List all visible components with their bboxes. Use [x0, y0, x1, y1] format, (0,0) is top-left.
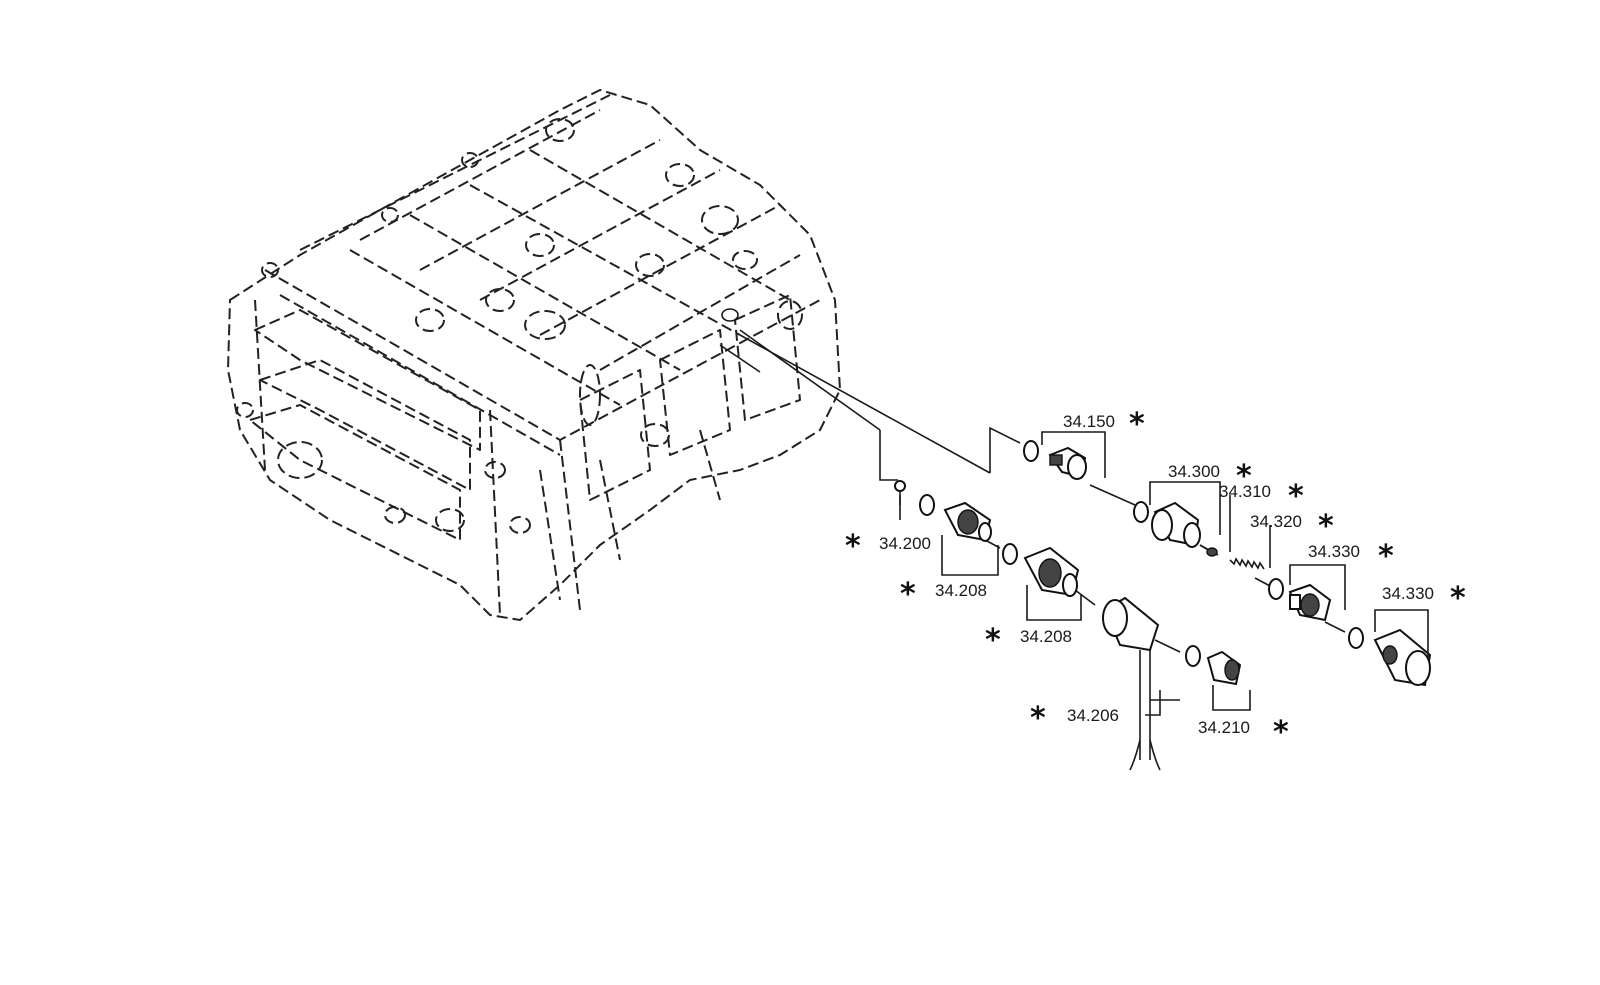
callout-34330a: 34.330 * [1308, 539, 1394, 574]
label-34320: 34.320 [1250, 512, 1302, 531]
label-34300: 34.300 [1168, 462, 1220, 481]
star-icon: * [1030, 701, 1046, 736]
label-34310: 34.310 [1219, 482, 1271, 501]
star-icon: * [1378, 539, 1394, 574]
callout-34206: * 34.206 [1030, 701, 1119, 736]
plug-34210 [1206, 650, 1242, 686]
switch-34208a [943, 501, 992, 542]
connector-34206 [1102, 596, 1161, 771]
star-icon: * [900, 577, 916, 612]
star-icon: * [1288, 479, 1304, 514]
star-icon: * [1273, 715, 1289, 750]
star-icon: * [1129, 407, 1145, 442]
callout-34320: 34.320 * [1250, 509, 1334, 544]
label-34206: 34.206 [1067, 706, 1119, 725]
star-icon: * [1450, 581, 1466, 616]
star-icon: * [985, 623, 1001, 658]
transmission-housing [227, 89, 841, 621]
label-34210: 34.210 [1198, 718, 1250, 737]
callout-34208a: * 34.208 [900, 577, 987, 612]
label-34330b: 34.330 [1382, 584, 1434, 603]
sensor-34150 [1048, 446, 1087, 480]
pin-34310 [1199, 544, 1219, 557]
star-icon: * [1318, 509, 1334, 544]
callout-34210: 34.210 * [1198, 715, 1289, 750]
callout-34330b: 34.330 * [1382, 581, 1466, 616]
callout-34208b: * 34.208 [985, 623, 1072, 658]
label-34200: 34.200 [879, 534, 931, 553]
label-34208a: 34.208 [935, 581, 987, 600]
switch-34208b [1023, 546, 1080, 597]
spring-34320 [1229, 557, 1265, 570]
parts [894, 440, 1432, 771]
callout-34310: 34.310 * [1219, 479, 1304, 514]
label-34208b: 34.208 [1020, 627, 1072, 646]
label-34330a: 34.330 [1308, 542, 1360, 561]
callout-34300: 34.300 * [1168, 459, 1252, 494]
star-icon: * [845, 529, 861, 564]
switch-34330a [1288, 583, 1332, 622]
callout-34150: 34.150 * [1063, 407, 1145, 442]
label-34150: 34.150 [1063, 412, 1115, 431]
star-icon: * [1236, 459, 1252, 494]
switch-34330b [1373, 628, 1432, 687]
solenoid-34300 [1151, 501, 1201, 548]
callout-brackets [899, 431, 1429, 716]
callout-34200: * 34.200 [845, 529, 931, 564]
